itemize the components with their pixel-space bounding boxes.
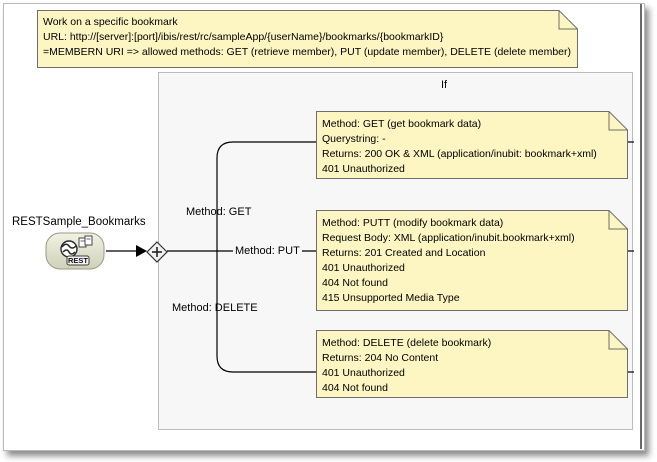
note-delete-line: 404 Not found (322, 382, 388, 394)
rest-badge: REST (67, 256, 88, 265)
note-delete-shape (316, 330, 628, 398)
note-get-line: 401 Unauthorized (322, 163, 405, 175)
note-get[interactable]: Method: GET (get bookmark data) Querystr… (316, 111, 628, 179)
note-put-line: 415 Unsupported Media Type (322, 292, 460, 304)
top-note[interactable]: Work on a specific bookmark URL: http://… (37, 10, 578, 68)
note-delete[interactable]: Method: DELETE (delete bookmark) Returns… (316, 330, 628, 398)
note-delete-line: Returns: 204 No Content (322, 352, 439, 364)
note-get-line: Returns: 200 OK & XML (application/inubi… (322, 148, 597, 160)
note-put-line: Returns: 201 Created and Location (322, 247, 486, 259)
note-put-shape (316, 210, 628, 311)
note-put-line: Request Body: XML (application/inubit.bo… (322, 232, 575, 244)
top-note-line: Work on a specific bookmark (43, 16, 178, 28)
note-put[interactable]: Method: PUTT (modify bookmark data) Requ… (316, 210, 628, 311)
branch-label-delete: Method: DELETE (172, 302, 258, 314)
start-node-label: RESTSample_Bookmarks (12, 216, 146, 228)
branch-label-get: Method: GET (186, 206, 252, 218)
note-get-line: Querystring: - (322, 133, 386, 145)
branch-label-put: Method: PUT (233, 245, 302, 257)
gateway[interactable] (146, 241, 168, 263)
if-container-title: If (441, 79, 448, 91)
note-put-line: Method: PUTT (modify bookmark data) (322, 217, 504, 229)
top-note-line: =MEMBERN URI => allowed methods: GET (re… (43, 46, 571, 58)
top-note-line: URL: http://[server]:[port]/ibis/rest/rc… (43, 31, 444, 43)
note-get-line: Method: GET (get bookmark data) (322, 118, 482, 130)
frame-edge (640, 4, 642, 449)
note-put-line: 401 Unauthorized (322, 262, 405, 274)
top-note-shape (37, 10, 578, 68)
note-get-shape (316, 111, 628, 179)
rest-service-icon (60, 235, 93, 266)
start-node[interactable]: REST (45, 232, 105, 270)
note-delete-line: Method: DELETE (delete bookmark) (322, 337, 492, 349)
note-delete-line: 401 Unauthorized (322, 367, 405, 379)
plus-icon (146, 241, 168, 263)
note-put-line: 404 Not found (322, 277, 388, 289)
